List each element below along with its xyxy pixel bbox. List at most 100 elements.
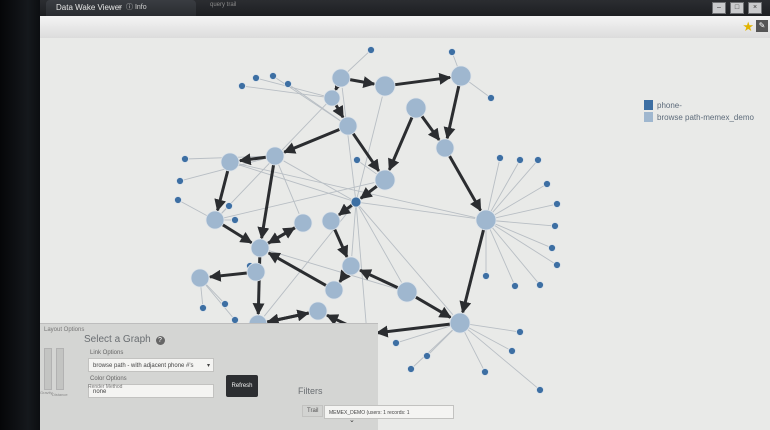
phone-node[interactable] <box>252 74 260 82</box>
graph-directed-link <box>283 128 341 154</box>
link-options-value: browse path - with adjacent phone #'s <box>93 363 194 369</box>
browse-path-node[interactable] <box>374 169 396 191</box>
browse-path-node[interactable] <box>265 146 285 166</box>
phone-node[interactable] <box>392 339 400 347</box>
phone-node[interactable] <box>553 261 561 269</box>
phone-node[interactable] <box>367 46 375 54</box>
graph-link <box>494 224 554 264</box>
close-window-icon[interactable]: × <box>748 2 762 14</box>
phone-node[interactable] <box>496 154 504 162</box>
browse-path-node[interactable] <box>341 256 361 276</box>
phone-node[interactable] <box>231 216 239 224</box>
browse-path-node[interactable] <box>450 65 472 87</box>
browse-path-node[interactable] <box>374 75 396 97</box>
puzzle-icon[interactable]: ✎ <box>756 20 768 32</box>
graph-link <box>259 78 325 97</box>
browse-path-node[interactable] <box>293 213 313 233</box>
select-graph-title: Select a Graph <box>84 334 151 345</box>
browse-path-node[interactable] <box>250 238 270 258</box>
tab-info[interactable]: ⓘ Info <box>126 4 147 11</box>
graph-viewer: phone- browse path-memex_demo Layout Opt… <box>40 38 770 430</box>
trail-label: Trail <box>302 405 324 417</box>
phone-node[interactable] <box>548 244 556 252</box>
color-options-value: none <box>93 389 107 395</box>
help-icon[interactable]: ? <box>155 336 165 345</box>
graph-directed-link <box>349 76 376 89</box>
color-options-select[interactable]: none <box>88 384 214 398</box>
phone-hub-node[interactable] <box>350 196 362 208</box>
browse-path-node[interactable] <box>338 116 358 136</box>
graph-link <box>467 329 538 388</box>
browse-path-node[interactable] <box>324 280 344 300</box>
browse-path-node[interactable] <box>405 97 427 119</box>
graph-directed-link <box>375 322 451 338</box>
phone-node[interactable] <box>508 347 516 355</box>
phone-node[interactable] <box>221 300 229 308</box>
graph-directed-link <box>214 170 230 212</box>
phone-node[interactable] <box>553 200 561 208</box>
browse-path-node[interactable] <box>475 209 497 231</box>
graph-directed-link <box>443 85 461 140</box>
distance-slider[interactable] <box>56 348 64 390</box>
browse-path-node[interactable] <box>323 89 341 107</box>
browse-path-node[interactable] <box>435 138 455 158</box>
graph-link <box>487 161 500 211</box>
phone-node[interactable] <box>284 80 292 88</box>
phone-node[interactable] <box>181 155 189 163</box>
phone-node[interactable] <box>536 386 544 394</box>
minimize-icon[interactable]: – <box>712 2 726 14</box>
phone-node[interactable] <box>423 352 431 360</box>
graph-directed-link <box>238 153 267 166</box>
phone-node[interactable] <box>511 282 519 290</box>
phone-node[interactable] <box>199 304 207 312</box>
star-icon[interactable]: ★ <box>742 19 754 34</box>
phone-node[interactable] <box>487 94 495 102</box>
phone-node[interactable] <box>225 202 233 210</box>
graph-edges <box>181 52 554 388</box>
phone-node[interactable] <box>407 365 415 373</box>
graph-link <box>492 227 538 283</box>
browse-path-node[interactable] <box>205 210 225 230</box>
browse-path-node[interactable] <box>449 312 471 334</box>
phone-node[interactable] <box>269 72 277 80</box>
link-options-select[interactable]: browse path - with adjacent phone #'s ▾ <box>88 358 214 372</box>
maximize-icon[interactable]: □ <box>730 2 744 14</box>
phone-node[interactable] <box>551 222 559 230</box>
phone-node[interactable] <box>516 156 524 164</box>
refresh-button[interactable]: Refresh <box>226 375 258 397</box>
browse-path-node[interactable] <box>246 262 266 282</box>
browser-tab[interactable]: Data Wake Viewer × ⓘ Info <box>46 0 196 16</box>
phone-node[interactable] <box>481 368 489 376</box>
phone-node[interactable] <box>176 177 184 185</box>
phone-node[interactable] <box>543 180 551 188</box>
graph-link <box>495 223 549 247</box>
chevron-down-icon[interactable]: ⌄ <box>349 417 355 424</box>
phone-node[interactable] <box>353 156 361 164</box>
phone-node[interactable] <box>536 281 544 289</box>
legend-label: browse path-memex_demo <box>657 112 754 122</box>
phone-node[interactable] <box>448 48 456 56</box>
browse-path-node[interactable] <box>220 152 240 172</box>
phone-node[interactable] <box>516 328 524 336</box>
phone-node[interactable] <box>482 272 490 280</box>
browse-path-node[interactable] <box>190 268 210 288</box>
graph-link <box>355 206 367 325</box>
graph-canvas[interactable] <box>40 38 770 430</box>
graph-directed-link <box>267 251 327 287</box>
legend-label: phone- <box>657 100 682 110</box>
trail-select[interactable]: MEMEX_DEMO (users: 1 records: 1 <box>324 405 454 419</box>
phone-node[interactable] <box>238 82 246 90</box>
gravity-slider[interactable] <box>44 348 52 390</box>
phone-node[interactable] <box>174 196 182 204</box>
browse-path-node[interactable] <box>308 301 328 321</box>
graph-directed-link <box>338 203 353 217</box>
browser-tab-secondary[interactable]: query trail <box>210 2 237 8</box>
phone-node[interactable] <box>534 156 542 164</box>
graph-directed-link <box>208 269 248 282</box>
tab-close-icon[interactable]: × <box>118 4 123 11</box>
graph-link <box>495 204 554 219</box>
browse-path-node[interactable] <box>331 68 351 88</box>
browse-path-node[interactable] <box>396 281 418 303</box>
browse-path-node[interactable] <box>321 211 341 231</box>
link-options-label: Link Options <box>90 350 124 356</box>
